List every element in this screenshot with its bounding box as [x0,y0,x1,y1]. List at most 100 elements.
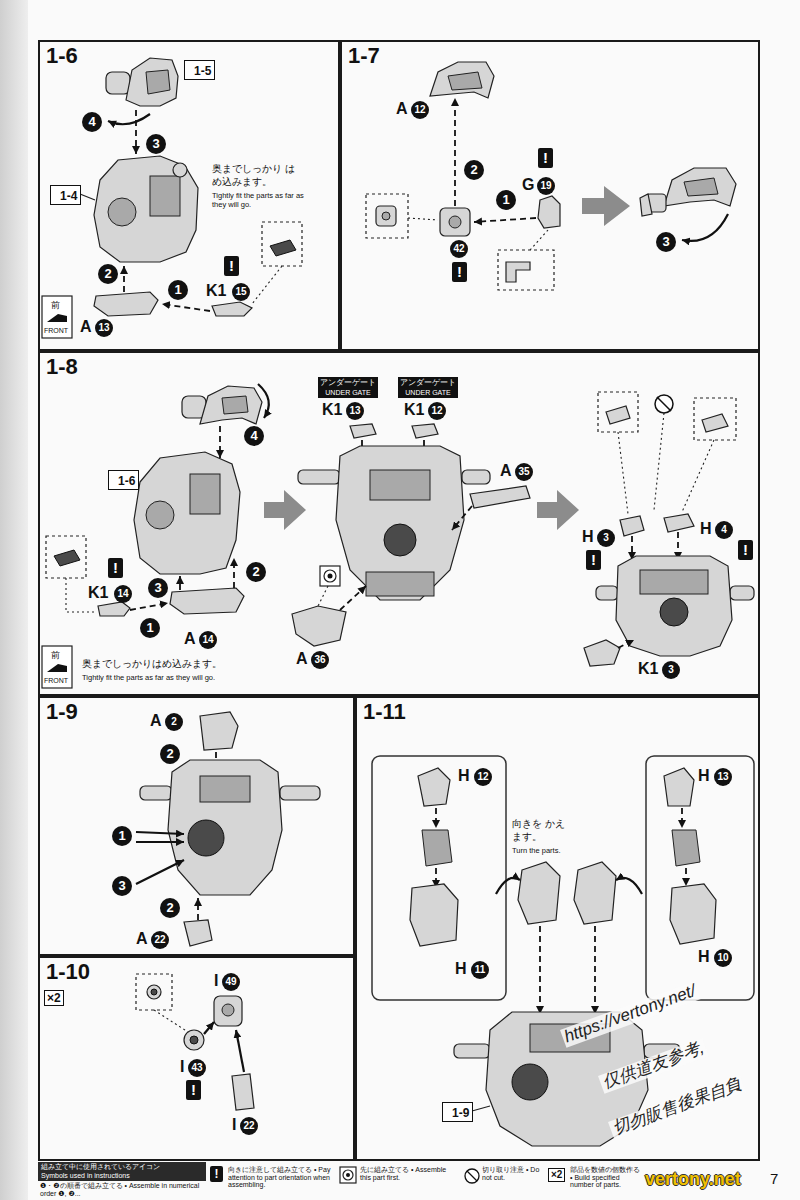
part-illustration [506,262,530,282]
part-illustration [126,58,178,106]
legend-text: 部品を数値の個数作る • Build specified number of p… [570,1166,640,1188]
step-number: 2 [246,562,266,582]
part-illustration [538,196,560,228]
part-illustration [681,808,683,828]
part-letter: A [80,318,92,336]
part-letter: I [214,972,218,990]
part-number: 36 [311,651,329,669]
box-title: 1-7 [348,44,380,68]
part-illustration [135,110,137,154]
note-text: Turn the parts. [512,846,576,855]
part-letter: G [522,176,534,194]
part-number: 43 [188,1059,206,1077]
part-illustration [184,1030,204,1050]
part-illustration [646,756,754,1000]
part-illustration [280,786,320,800]
part-illustration [292,606,346,646]
step-number: 3 [148,578,168,598]
part-letter: K1 [322,401,342,419]
part-illustration [596,586,618,600]
part-illustration [474,218,536,222]
part-illustration [108,114,150,124]
part-illustration [324,570,336,582]
part-illustration [140,786,172,800]
part-illustration [672,830,700,866]
part-number: 13 [714,768,732,786]
caution-icon: ! [224,256,239,276]
part-number: 3 [597,529,615,547]
part-letter: H [698,948,710,966]
legend-text: ❶・❷の順番で組み立てる • Assemble in numerical ord… [40,1182,199,1197]
part-letter: A [184,630,196,648]
part-illustration [233,558,235,588]
part-illustration [136,841,184,843]
part-illustration [94,156,198,262]
part-illustration [262,222,302,266]
part-number: 22 [240,1117,258,1135]
part-illustration [54,550,80,566]
legend-entry: 切り取り注意 • Do not cut. [482,1166,540,1181]
part-letter: K1 [88,584,108,602]
legend-entry: 向きに注意して組み立てる • Pay attention to part ori… [228,1166,338,1189]
part-illustration [370,470,430,500]
part-illustration [449,216,461,228]
part-illustration [685,868,687,886]
part-number: 12 [428,402,446,420]
part-illustration [328,574,333,579]
part-illustration [136,712,320,946]
part-illustration [130,603,168,610]
step-number: 3 [112,876,132,896]
caution-icon: ! [186,1080,201,1100]
part-illustration [219,426,221,458]
part-illustration [694,398,736,440]
legend-entry: 先に組み立てる • Assemble this part first. [360,1166,458,1181]
part-illustration [222,396,248,414]
part-illustration [136,974,254,1110]
part-illustration [452,506,472,530]
part-illustration [418,768,450,806]
watermark: 仅供道友参考, [598,1038,708,1093]
box-title: 1-6 [46,44,78,68]
part-illustration [204,1022,214,1034]
part-illustration [200,712,238,750]
step-number: 1 [112,826,132,846]
part-illustration [366,194,408,238]
step-number: 2 [98,264,118,284]
legend-caution-icon: ! [210,1166,223,1182]
part-illustration [134,452,240,574]
part-illustration [168,760,282,895]
step-number: 3 [656,232,676,252]
part-letter: H [700,520,712,538]
legend-icon [343,1170,353,1180]
part-illustration [98,602,130,616]
step-number: 1 [496,190,516,210]
front-icon-text: FRONT [44,677,68,685]
part-illustration [670,884,716,944]
part-letter: A [150,712,162,730]
part-illustration [664,168,736,206]
part-illustration [136,832,184,834]
part-illustration [106,72,130,94]
part-illustration [376,206,396,226]
page-number: 7 [770,1170,778,1188]
legend-icon [465,1169,479,1183]
part-illustration [151,989,157,995]
legend-text: 切り取り注意 • Do not cut. [482,1166,539,1181]
part-illustration [631,536,633,560]
part-illustration [530,230,548,250]
step-number: 2 [160,898,180,918]
box-title: 1-9 [452,1106,469,1120]
part-illustration [162,304,210,311]
part-illustration [42,296,72,338]
part-letter: K1 [638,660,658,678]
part-illustration [616,878,642,894]
part-letter: A [396,100,408,118]
part-illustration [618,432,628,514]
box-title: 1-8 [46,355,78,379]
part-illustration [252,266,282,304]
box-title: 組み立て中に使用されているアイコン [41,1163,203,1172]
part-illustration [618,640,634,648]
part-illustration [42,384,754,688]
part-letter: H [698,767,710,785]
